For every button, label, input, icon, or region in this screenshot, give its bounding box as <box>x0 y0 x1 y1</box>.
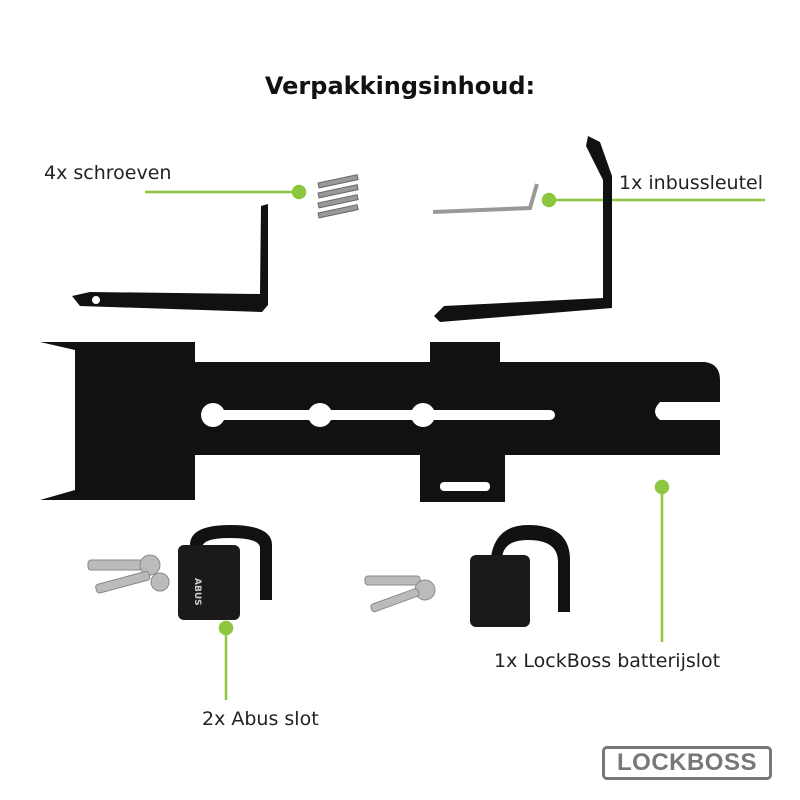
screws <box>317 174 359 219</box>
tall-bracket <box>434 136 612 322</box>
label-padlocks: 2x Abus slot <box>202 708 319 730</box>
lockboss-logo: LOCKBOSS <box>602 746 772 780</box>
hex-key <box>432 183 539 214</box>
abus-padlock-2 <box>470 525 570 627</box>
main-mounting-plate <box>40 342 720 502</box>
label-hex-key: 1x inbussleutel <box>619 172 764 194</box>
callout-lines <box>145 184 765 700</box>
callout-dot <box>541 192 557 208</box>
label-battery-lock: 1x LockBoss batterijslot <box>494 650 721 672</box>
small-bracket <box>72 204 268 312</box>
page-title: Verpakkingsinhoud: <box>264 72 536 100</box>
callout-dot <box>291 184 307 200</box>
label-screws: 4x schroeven <box>44 162 172 184</box>
callout-dot <box>654 479 670 495</box>
keys-2 <box>364 575 436 613</box>
keys-1 <box>87 554 170 594</box>
padlock-brand: ABUS <box>192 578 202 606</box>
callout-dot <box>218 620 234 636</box>
abus-padlock-1: ABUS <box>178 525 272 620</box>
